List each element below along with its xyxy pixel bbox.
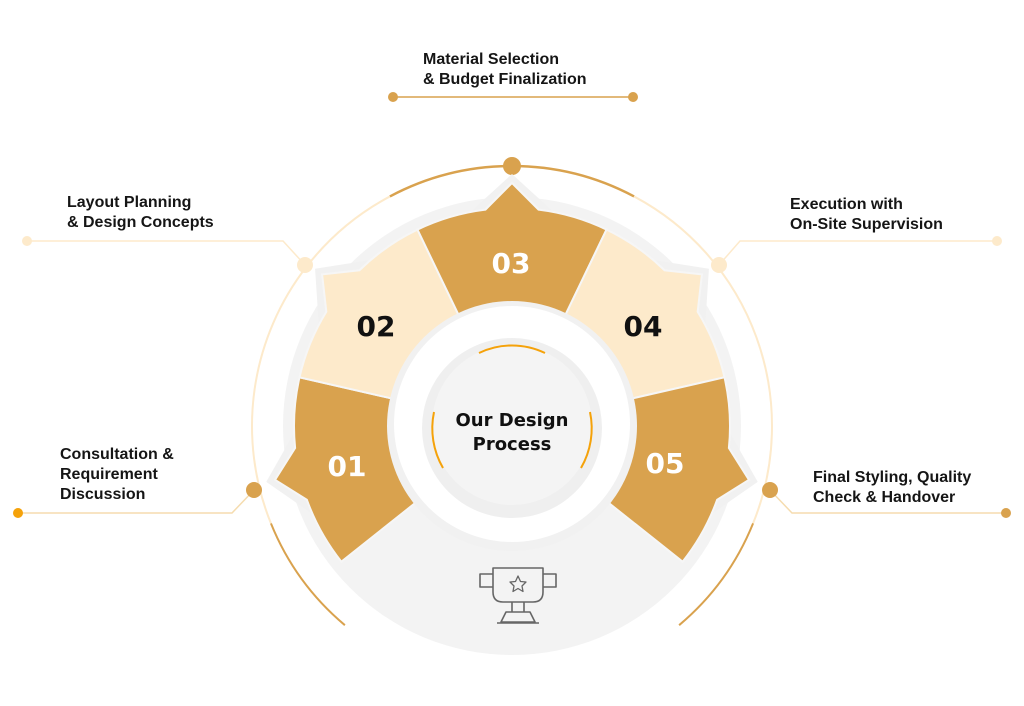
step-label-02-line2: & Design Concepts [67, 214, 214, 231]
center-title-line1: Our Design [456, 410, 569, 431]
connector-02-dot [297, 257, 313, 273]
outer-arc-right-lower [678, 523, 754, 626]
step-label-05: Final Styling, Quality Check & Handover [813, 468, 971, 508]
step-label-05-line1: Final Styling, Quality [813, 469, 972, 486]
center-accent-right [580, 411, 593, 469]
center-accent-left [431, 411, 444, 469]
segments [266, 174, 758, 564]
step-label-04-line1: Execution with [790, 196, 903, 213]
step-label-04-line2: On-Site Supervision [790, 216, 943, 233]
trophy-star-icon [479, 567, 557, 624]
step-number-04: 04 [624, 310, 663, 343]
label-connectors [13, 92, 1011, 518]
connector-05-dot [1001, 508, 1011, 518]
step-label-01-line3: Discussion [60, 486, 146, 503]
connector-01-line [18, 489, 255, 514]
step-number-03: 03 [492, 247, 531, 280]
step-label-02-line1: Layout Planning [67, 194, 192, 211]
connector-03-dot [628, 92, 638, 102]
step-label-01: Consultation & Requirement Discussion [60, 445, 174, 505]
connector-02-line [27, 240, 306, 266]
connector-04-line [718, 240, 997, 266]
step-label-05-line2: Check & Handover [813, 489, 956, 506]
step-label-01-line2: Requirement [60, 466, 158, 483]
step-number-02: 02 [357, 310, 396, 343]
step-label-03: Material Selection & Budget Finalization [423, 50, 587, 90]
connector-02-dot [22, 236, 32, 246]
outer-arc-left-lower [270, 523, 346, 626]
connector-01-dot [246, 482, 262, 498]
connector-05-dot [762, 482, 778, 498]
step-label-02: Layout Planning & Design Concepts [67, 193, 214, 233]
center-title-line2: Process [473, 434, 552, 455]
connector-04-dot [711, 257, 727, 273]
connector-04-dot [992, 236, 1002, 246]
step-number-01: 01 [328, 450, 367, 483]
connector-03-top-dot [503, 157, 521, 175]
step-label-04: Execution with On-Site Supervision [790, 195, 943, 235]
center-accent-top [478, 344, 546, 354]
step-label-01-line1: Consultation & [60, 446, 174, 463]
center-disc [432, 345, 592, 505]
outer-arc-right-light [633, 195, 773, 524]
connector-01-dot [13, 508, 23, 518]
outer-arc-left-top-light [306, 195, 391, 267]
connector-03-dot [388, 92, 398, 102]
step-label-03-line1: Material Selection [423, 51, 560, 68]
connector-05-line [769, 489, 1006, 514]
step-number-05: 05 [646, 447, 685, 480]
step-label-03-line2: & Budget Finalization [423, 71, 587, 88]
